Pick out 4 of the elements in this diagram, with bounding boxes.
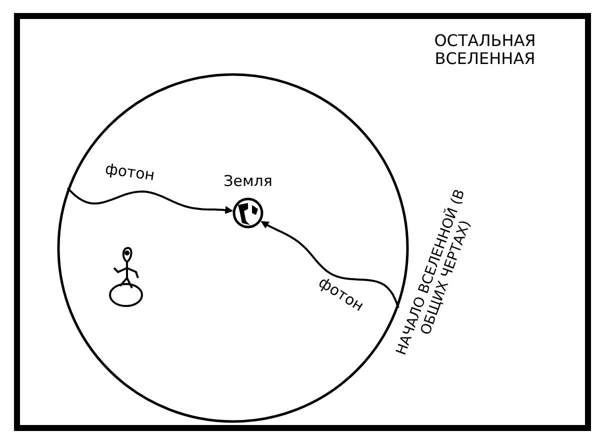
region-label: ОСТАЛЬНАЯ ВСЕЛЕННАЯ [433, 32, 537, 69]
photon-arrow [66, 187, 234, 214]
earth-label: Земля [222, 173, 274, 190]
photon-arrow [260, 221, 400, 308]
